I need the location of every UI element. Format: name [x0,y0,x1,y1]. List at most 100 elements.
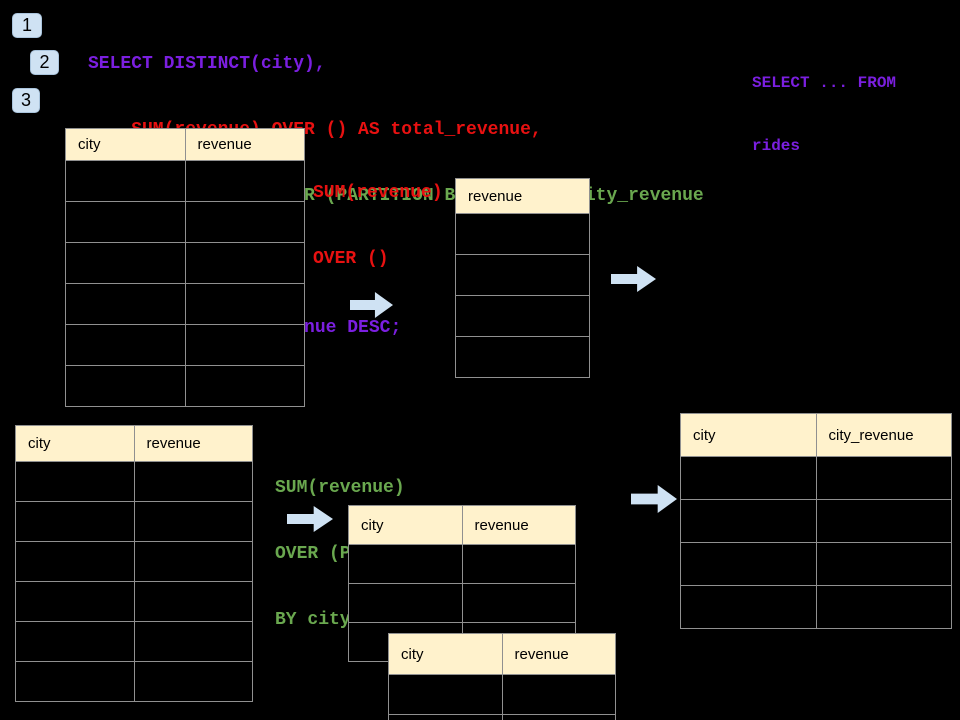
sum-over-label: SUM(revenue) OVER () [313,138,443,314]
label-line: OVER () [313,249,389,269]
table-row [680,585,952,629]
column-header: city [680,413,817,457]
table-row [388,714,616,720]
empty-cell [184,160,305,202]
column-header: revenue [455,178,590,214]
empty-cell [455,295,590,337]
empty-cell [680,542,817,586]
table-row [15,501,253,542]
step-number: 2 [39,52,50,72]
empty-cell [815,456,952,500]
empty-cell [461,583,576,623]
step-badge-3: 3 [12,88,40,113]
empty-cell [815,542,952,586]
empty-cell [680,585,817,629]
select-from-rides-note: SELECT ... FROM rides [752,31,896,199]
empty-cell [461,544,576,584]
empty-cell [133,581,253,622]
empty-cell [15,581,135,622]
table-row [15,661,253,702]
table-row [680,542,952,586]
empty-cell [15,541,135,582]
table-row [65,283,305,325]
column-header: revenue [501,633,616,675]
table-row [15,461,253,502]
table-row [455,213,590,255]
empty-cell [815,585,952,629]
empty-cell [455,213,590,255]
empty-cell [65,160,186,202]
label-line: BY city) [275,610,362,630]
table-row [65,365,305,407]
table-row [65,324,305,366]
empty-cell [133,661,253,702]
empty-cell [133,621,253,662]
empty-cell [65,365,186,407]
code-line-select: SELECT DISTINCT(city), [88,54,326,74]
empty-cell [501,714,616,720]
empty-cell [184,242,305,284]
column-header: revenue [184,128,305,161]
empty-cell [184,324,305,366]
table-row [455,295,590,337]
empty-cell [680,499,817,543]
empty-cell [65,201,186,243]
empty-cell [348,583,463,623]
step-number: 1 [21,15,32,35]
table-row [348,583,576,623]
empty-cell [388,674,503,715]
table-row [680,456,952,500]
empty-cell [455,336,590,378]
empty-cell [15,621,135,662]
empty-cell [184,201,305,243]
empty-cell [680,456,817,500]
total-revenue-result-table: revenue [455,178,590,378]
column-header: revenue [133,425,253,462]
column-header: city_revenue [815,413,952,457]
label-line: SUM(revenue) [275,478,405,498]
table-row [15,581,253,622]
label-line: SUM(revenue) [313,183,443,203]
empty-cell [133,541,253,582]
header-row: revenue [455,178,590,214]
column-header: city [15,425,135,462]
note-line: SELECT ... FROM [752,74,897,92]
empty-cell [184,365,305,407]
table-row [15,621,253,662]
column-header: revenue [461,505,576,545]
empty-cell [133,461,253,502]
table-row [15,541,253,582]
empty-cell [15,461,135,502]
column-header: city [348,505,463,545]
empty-cell [455,254,590,296]
table-row [455,336,590,378]
empty-cell [15,501,135,542]
step-number: 3 [20,90,31,110]
step-badge-1: 1 [12,13,42,38]
empty-cell [815,499,952,543]
empty-cell [388,714,503,720]
empty-cell [133,501,253,542]
empty-cell [348,544,463,584]
table-row [65,160,305,202]
empty-cell [501,674,616,715]
empty-cell [65,324,186,366]
step-badge-2: 2 [30,50,59,75]
column-header: city [65,128,186,161]
table-row [388,674,616,715]
table-row [680,499,952,543]
empty-cell [65,242,186,284]
column-header: city [388,633,503,675]
table-row [65,242,305,284]
table-row [455,254,590,296]
note-line: rides [752,137,801,155]
table-row [348,544,576,584]
